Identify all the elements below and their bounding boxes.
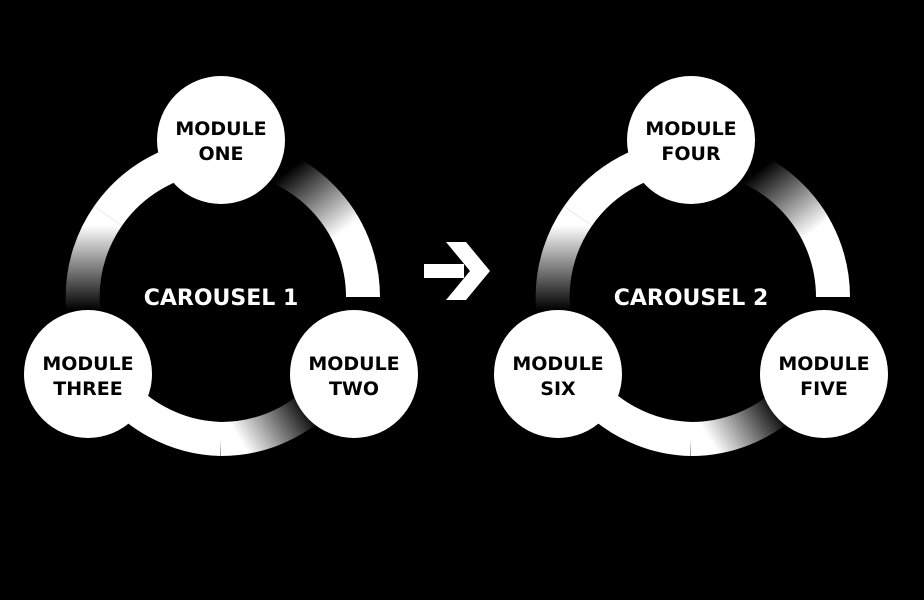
right-arrow-icon [424, 242, 490, 300]
module-six-node: MODULE SIX [494, 310, 622, 438]
module-four-node: MODULE FOUR [627, 76, 755, 204]
carousel-1: CAROUSEL 1 MODULE ONE MODULE TWO MODULE … [24, 76, 418, 456]
module-six-line1: MODULE [512, 353, 603, 375]
module-one-line2: ONE [198, 143, 243, 165]
module-five-line1: MODULE [778, 353, 869, 375]
carousel-1-title: CAROUSEL 1 [144, 286, 299, 311]
module-three-line1: MODULE [42, 353, 133, 375]
carousel-2: CAROUSEL 2 MODULE FOUR MODULE FIVE MODUL… [494, 76, 888, 456]
module-three-line2: THREE [53, 378, 122, 400]
module-four-line1: MODULE [645, 118, 736, 140]
module-five-node: MODULE FIVE [760, 310, 888, 438]
module-two-line2: TWO [329, 378, 379, 400]
module-six-line2: SIX [540, 378, 576, 400]
module-two-line1: MODULE [308, 353, 399, 375]
module-five-line2: FIVE [800, 378, 848, 400]
module-one-line1: MODULE [175, 118, 266, 140]
module-four-line2: FOUR [661, 143, 721, 165]
module-three-node: MODULE THREE [24, 310, 152, 438]
module-one-node: MODULE ONE [157, 76, 285, 204]
carousel-2-title: CAROUSEL 2 [614, 286, 769, 311]
module-two-node: MODULE TWO [290, 310, 418, 438]
